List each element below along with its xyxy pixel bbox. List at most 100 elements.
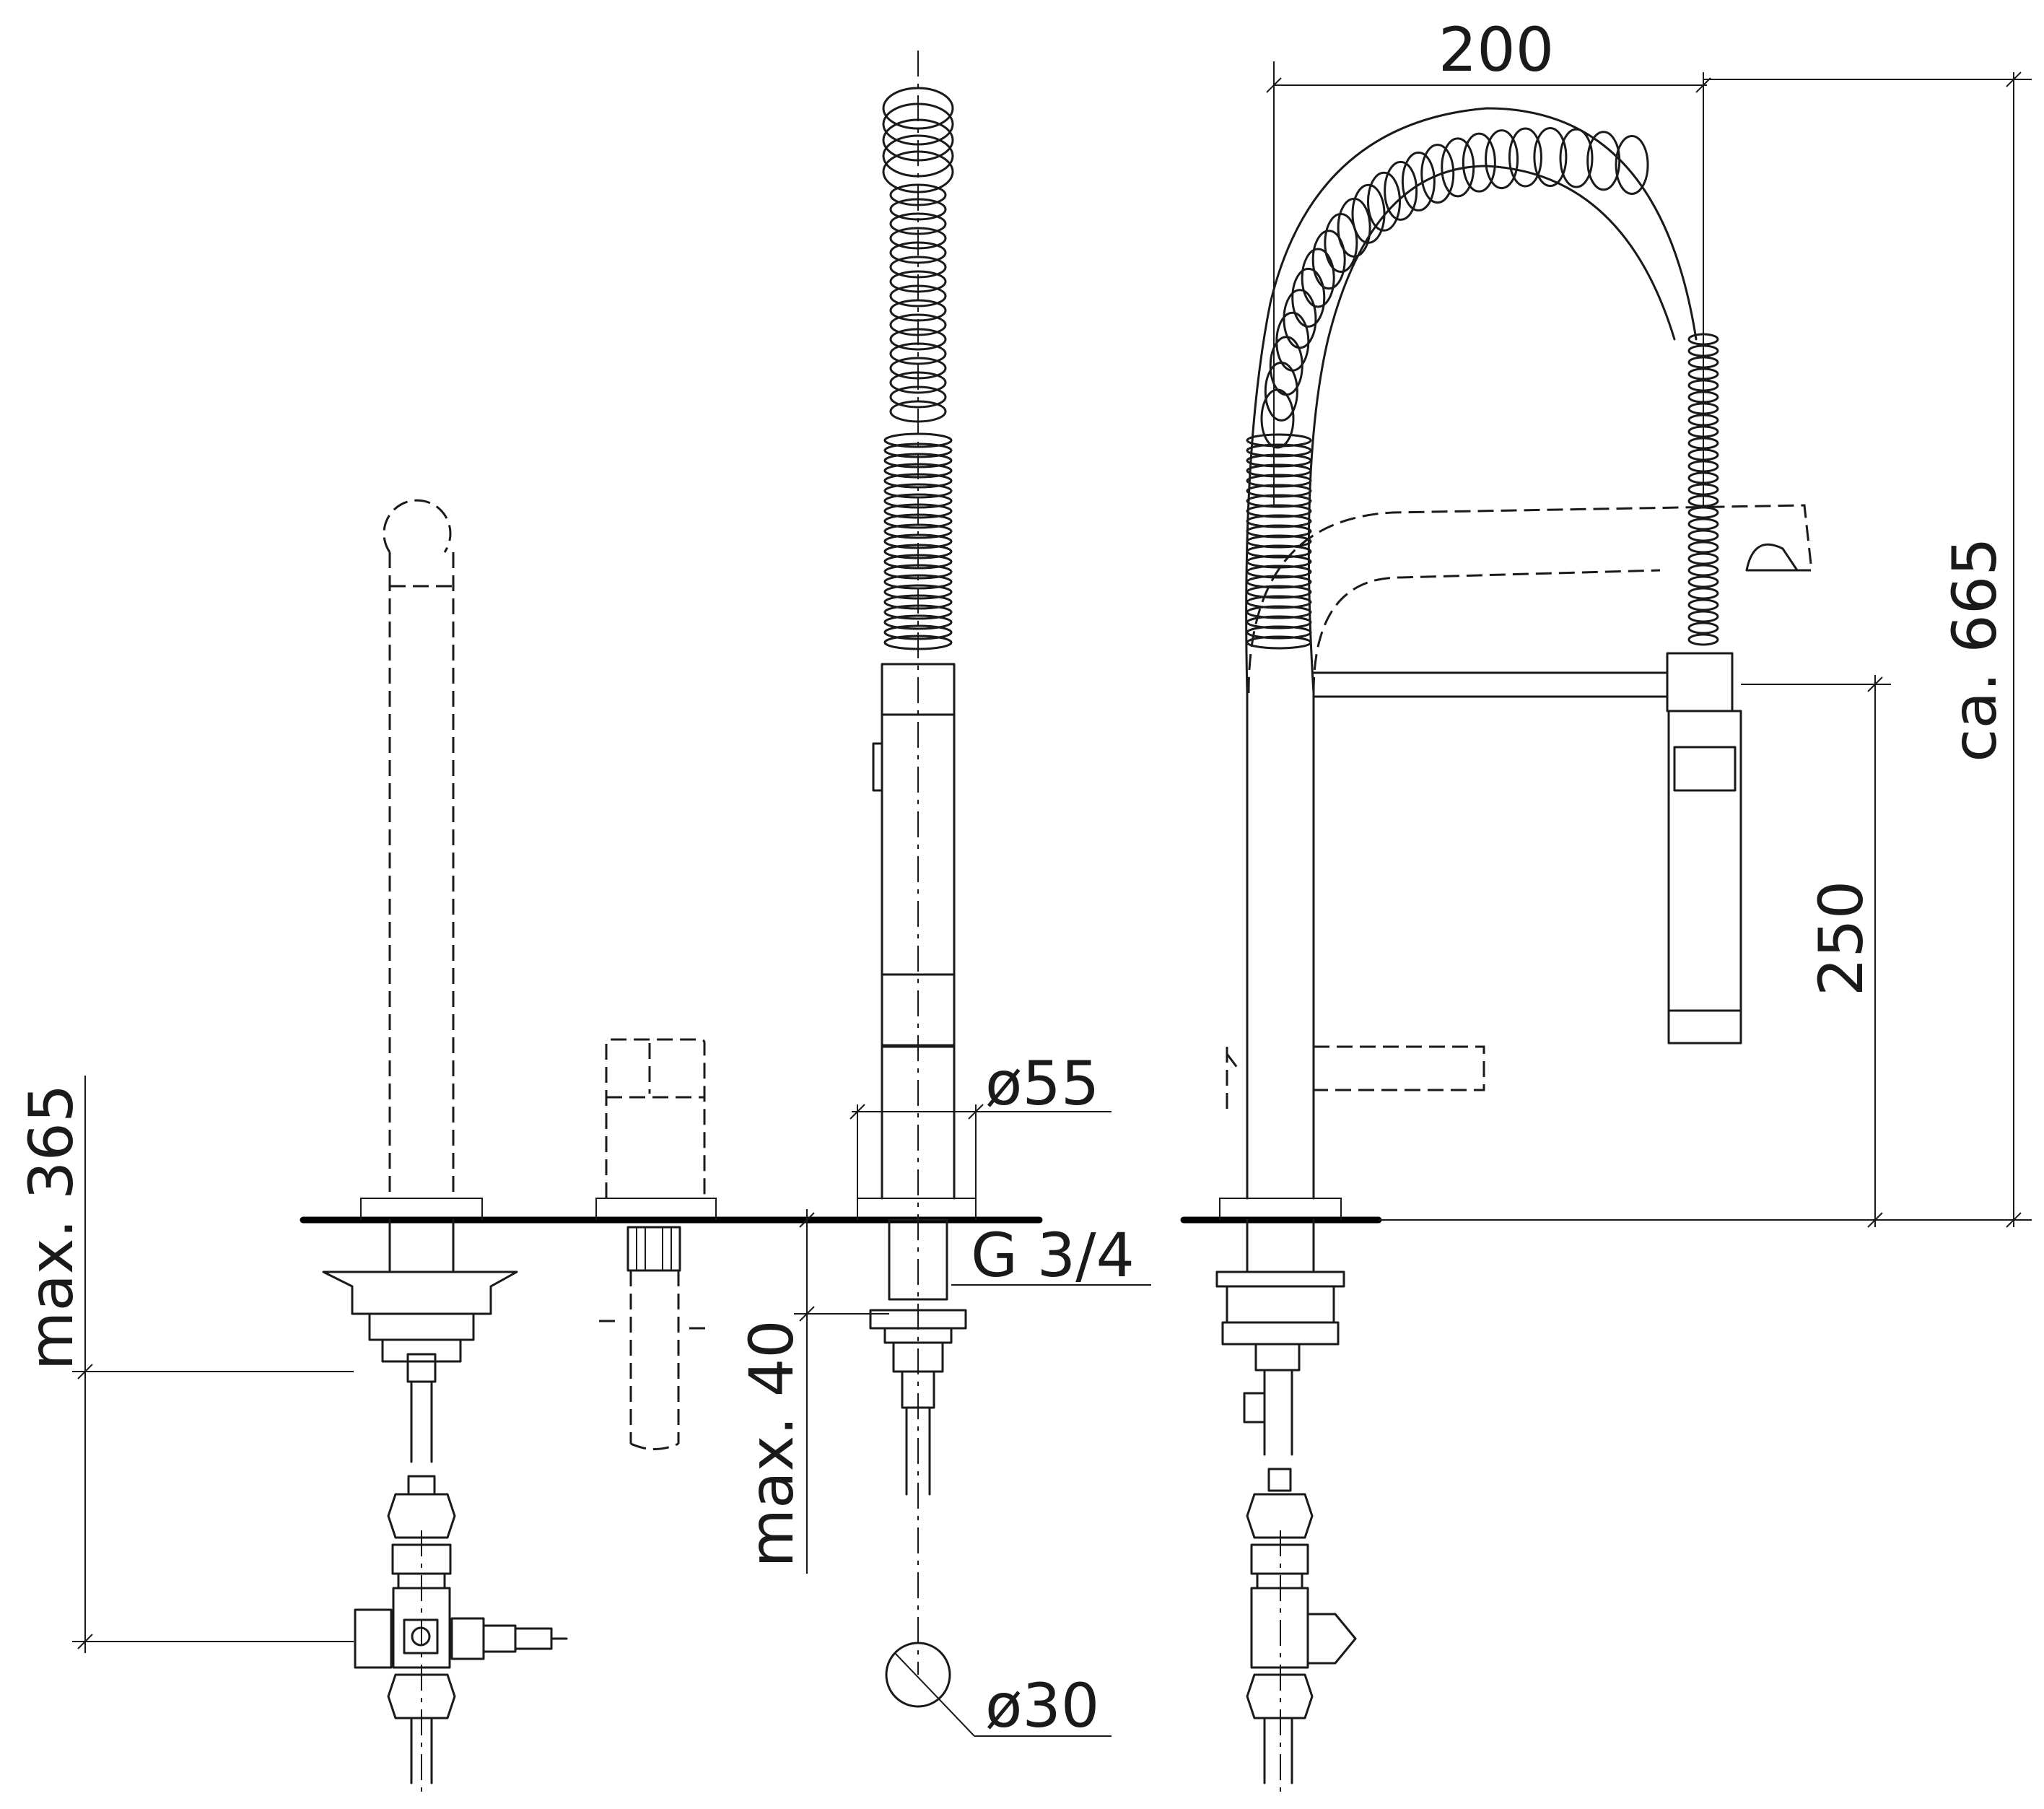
spring-coil-loop	[1291, 267, 1326, 328]
spring-coil-loop	[889, 299, 947, 322]
spring-coil-loop	[1246, 504, 1312, 518]
spring-coil-loop	[1420, 144, 1455, 204]
deck-hole-circle	[885, 1642, 951, 1708]
spring-coil-loop	[889, 256, 947, 279]
spring-coil-loop	[1485, 129, 1519, 190]
spring-coil-loop	[1687, 575, 1719, 588]
spring-coil-loop	[1246, 554, 1312, 569]
spring-coil-loop	[1283, 289, 1317, 349]
spring-coil-loop	[1311, 230, 1346, 290]
spring-coil-loop	[882, 87, 954, 130]
spring-coil-loop	[1246, 474, 1312, 488]
spring-coil-lower	[883, 432, 953, 650]
spring-coil-loop	[1508, 127, 1542, 188]
spring-coil-loop	[1246, 635, 1312, 650]
spring-coil-loop	[1687, 622, 1719, 635]
dimension-thread-label: G 3/4	[971, 1220, 1135, 1291]
spring-coil-loop	[1246, 544, 1312, 559]
spring-coil-loop	[883, 443, 953, 458]
spring-coil-loop	[883, 635, 953, 650]
spring-coil-loop	[883, 604, 953, 620]
spring-coil-top	[882, 87, 954, 423]
mixer-handle-front-view	[595, 1038, 717, 1450]
spring-coil-loop	[1246, 585, 1312, 599]
spring-coil-loop	[1401, 151, 1436, 212]
dimension-max-40-label: max. 40	[736, 1320, 807, 1567]
spring-coil-loop	[1246, 484, 1312, 498]
spring-coil-loop	[1246, 575, 1312, 589]
spring-coil-loop	[889, 313, 947, 336]
spring-coil-loop	[883, 544, 953, 559]
spring-coil-loop	[1246, 463, 1312, 478]
dimension-height-label: ca. 665	[1939, 537, 2010, 762]
spring-coil-loop	[889, 385, 947, 409]
spring-coil-loop	[1615, 134, 1649, 195]
spring-coil-loop	[1275, 311, 1310, 372]
spring-coil-loop	[883, 483, 953, 499]
spring-coil-loop	[1687, 587, 1719, 600]
valve-knob	[1306, 1613, 1357, 1665]
left-mounting-assembly	[322, 1219, 568, 1797]
spring-coil-loop	[1687, 564, 1719, 577]
spring-coil-loop	[889, 357, 947, 380]
spring-coil-loop	[1441, 137, 1475, 198]
spring-coil-loop	[889, 227, 947, 250]
spring-coil-loop	[882, 118, 954, 162]
spring-coil-loop	[882, 134, 954, 178]
spring-coil-loop	[883, 493, 953, 509]
spring-coil-loop	[889, 183, 947, 206]
spring-coil-loop	[889, 371, 947, 394]
dimension-diameter-30-label: ø30	[985, 1670, 1099, 1741]
spring-coil-loop	[883, 523, 953, 539]
spring-coil-loop	[889, 270, 947, 293]
spring-coil-loop	[889, 342, 947, 365]
spring-coil-loop	[889, 284, 947, 308]
spring-coil-loop	[889, 241, 947, 264]
spring-coil-loop	[883, 533, 953, 549]
spray-faucet-front-view	[857, 51, 977, 1708]
spring-coil-loop	[1687, 633, 1719, 646]
spring-coil-loop	[1559, 128, 1594, 188]
dimension-250-label: 250	[1806, 881, 1877, 996]
spring-coil-loop	[883, 432, 953, 448]
spring-coil-loop	[883, 513, 953, 529]
spring-coil-loop	[882, 103, 954, 146]
spring-coil-loop	[1687, 506, 1719, 519]
spring-coil-loop	[1351, 183, 1386, 244]
spring-coil-loop	[883, 624, 953, 640]
spring-coil-loop	[1687, 518, 1719, 531]
spring-coil-loop	[1586, 131, 1621, 191]
spring-coil-loop	[1246, 615, 1312, 629]
spring-coil-loop	[889, 328, 947, 351]
spring-coil-loop	[1246, 595, 1312, 609]
spring-coil-loop	[883, 463, 953, 479]
spring-coil-loop	[1246, 453, 1312, 468]
spring-coil-loop	[1687, 541, 1719, 554]
spring-coil-loop	[883, 503, 953, 519]
spring-coil-loop	[1687, 610, 1719, 623]
spring-coil-loop	[883, 614, 953, 630]
spring-coil-loop	[883, 453, 953, 468]
spring-coil-loop	[1533, 127, 1568, 188]
spring-coil-loop	[883, 554, 953, 570]
spring-coil-loop	[1687, 529, 1719, 542]
spring-coil-loop	[1246, 605, 1312, 619]
spring-coil-loop	[1246, 514, 1312, 528]
spray-faucet-side-view	[1215, 107, 1813, 1797]
optional-spout-front-view	[360, 499, 483, 1220]
spring-coil-loop	[1246, 433, 1312, 448]
spring-coil-loop	[889, 400, 947, 423]
dimension-max-365-label: max. 365	[16, 1084, 87, 1371]
spring-coil-loop	[883, 584, 953, 600]
spring-coil-loop	[889, 198, 947, 221]
dimension-lines	[72, 61, 2032, 1737]
dimension-diameter-55-label: ø55	[985, 1048, 1099, 1119]
spring-coil-loop	[883, 594, 953, 610]
spring-coil-loop	[883, 564, 953, 580]
spring-coil-loop	[1246, 625, 1312, 640]
dimension-200-label: 200	[1438, 14, 1554, 85]
spring-coil-loop	[1246, 494, 1312, 508]
spring-coil-loop	[1687, 598, 1719, 611]
